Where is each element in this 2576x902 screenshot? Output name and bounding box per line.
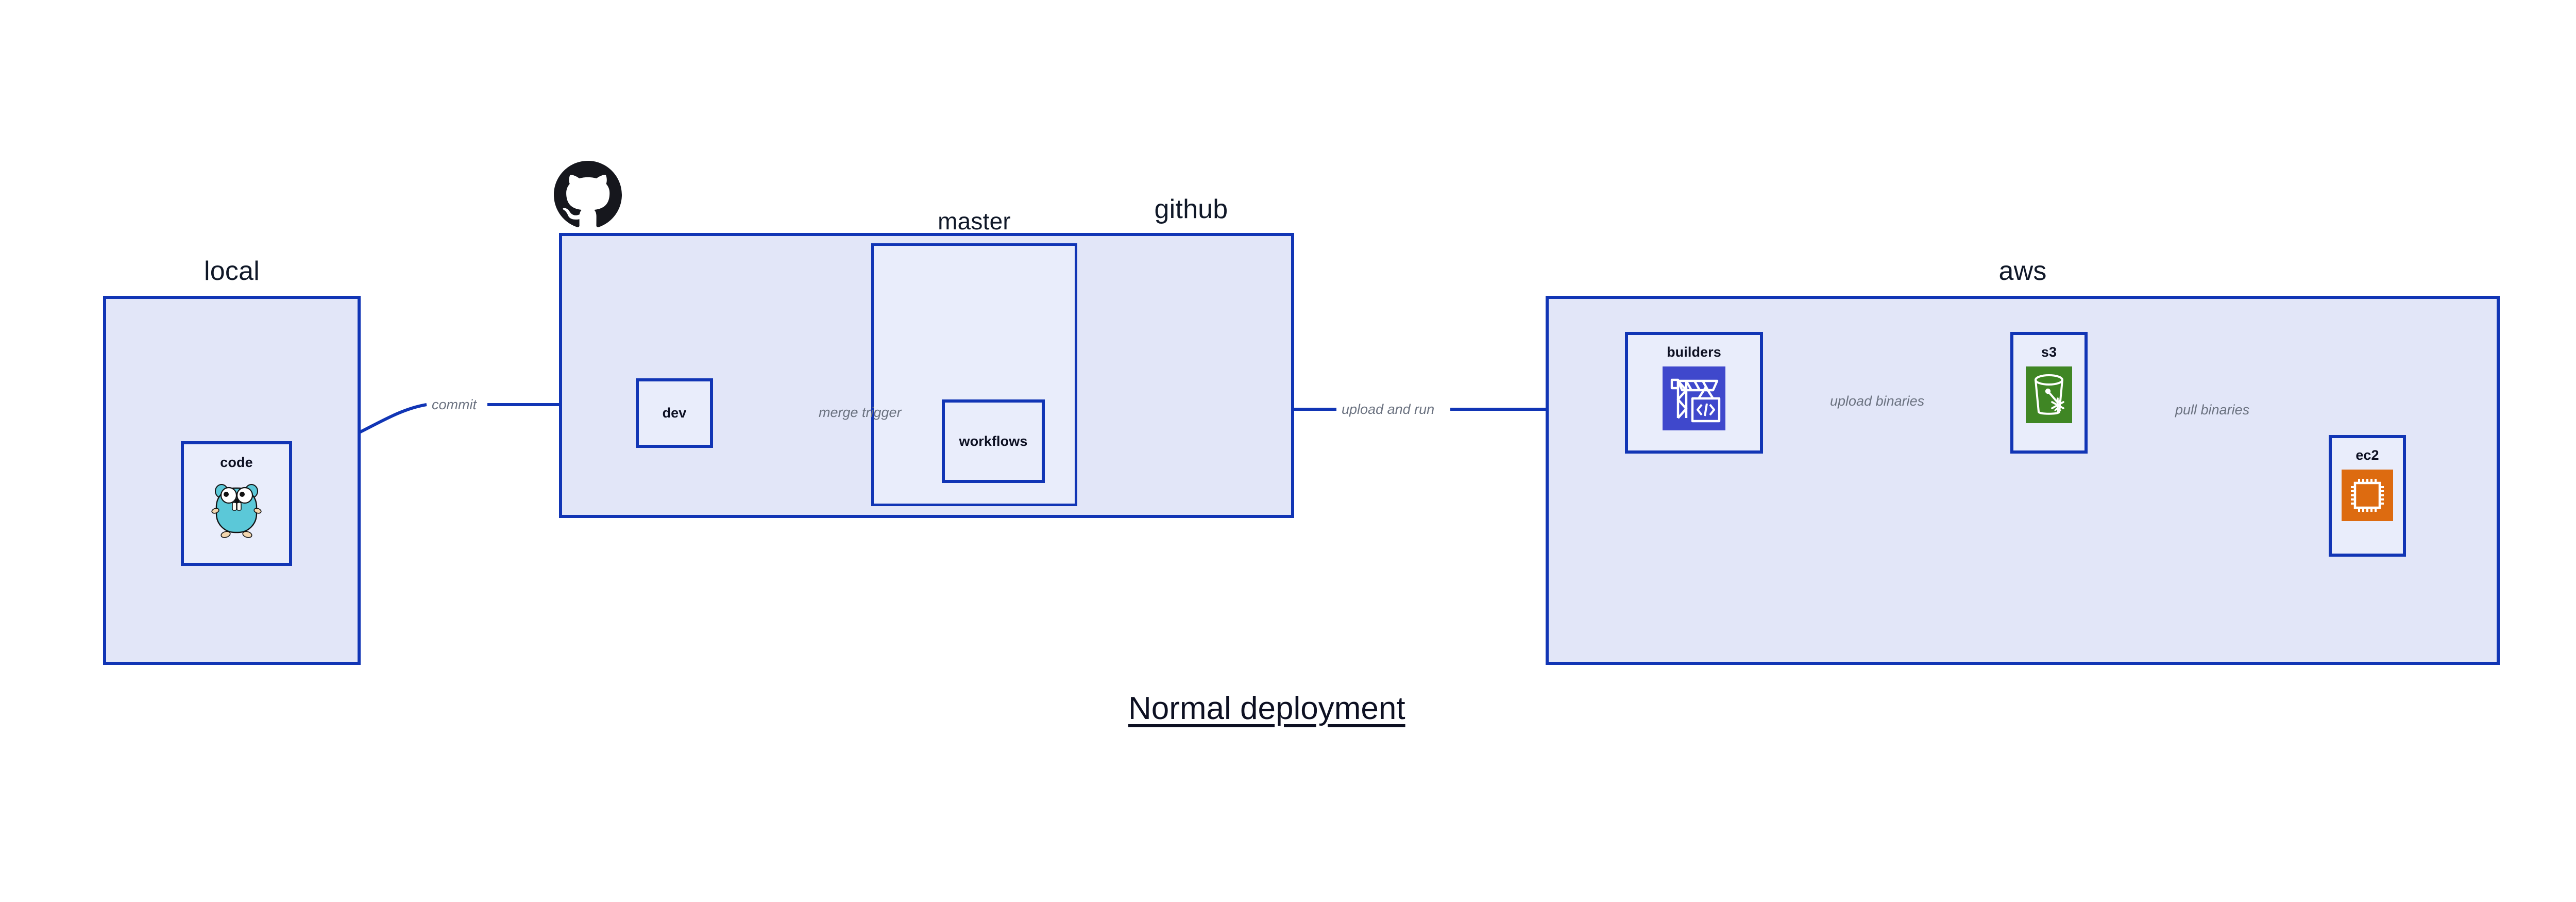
group-label-aws: aws: [1998, 256, 2047, 286]
node-dev[interactable]: dev: [636, 378, 713, 448]
node-workflows[interactable]: workflows: [942, 399, 1045, 483]
go-gopher-icon: [211, 484, 262, 538]
node-code[interactable]: code: [181, 441, 292, 566]
node-builders-label: builders: [1667, 344, 1721, 360]
group-label-github: github: [1154, 194, 1228, 224]
node-ec2-label: ec2: [2355, 447, 2379, 463]
edge-label-pull-binaries: pull binaries: [2175, 402, 2250, 417]
group-label-master: master: [938, 208, 1011, 235]
edge-label-upload-and-run: upload and run: [1342, 402, 1435, 417]
node-workflows-label: workflows: [959, 433, 1028, 449]
node-code-label: code: [220, 455, 253, 470]
group-aws: builders: [1546, 296, 2500, 665]
edge-label-merge-trigger: merge trigger: [819, 405, 902, 420]
diagram-title: Normal deployment: [1128, 691, 1405, 726]
aws-codebuild-icon: [1663, 366, 1725, 430]
aws-ec2-chip-icon: [2342, 470, 2393, 521]
group-github: dev master workflows: [559, 209, 1294, 518]
node-dev-label: dev: [662, 405, 687, 421]
node-s3-label: s3: [2041, 344, 2057, 360]
node-builders[interactable]: builders: [1625, 332, 1763, 454]
edge-label-upload-binaries: upload binaries: [1830, 393, 1925, 409]
edge-label-commit: commit: [432, 397, 477, 412]
group-label-local: local: [204, 256, 260, 286]
github-octocat-icon: [554, 161, 622, 227]
group-local: code: [103, 296, 361, 665]
node-s3[interactable]: s3: [2010, 332, 2088, 454]
aws-s3-glacier-bucket-icon: [2026, 366, 2072, 423]
node-ec2[interactable]: ec2: [2329, 435, 2406, 557]
group-master: workflows: [871, 243, 1077, 506]
